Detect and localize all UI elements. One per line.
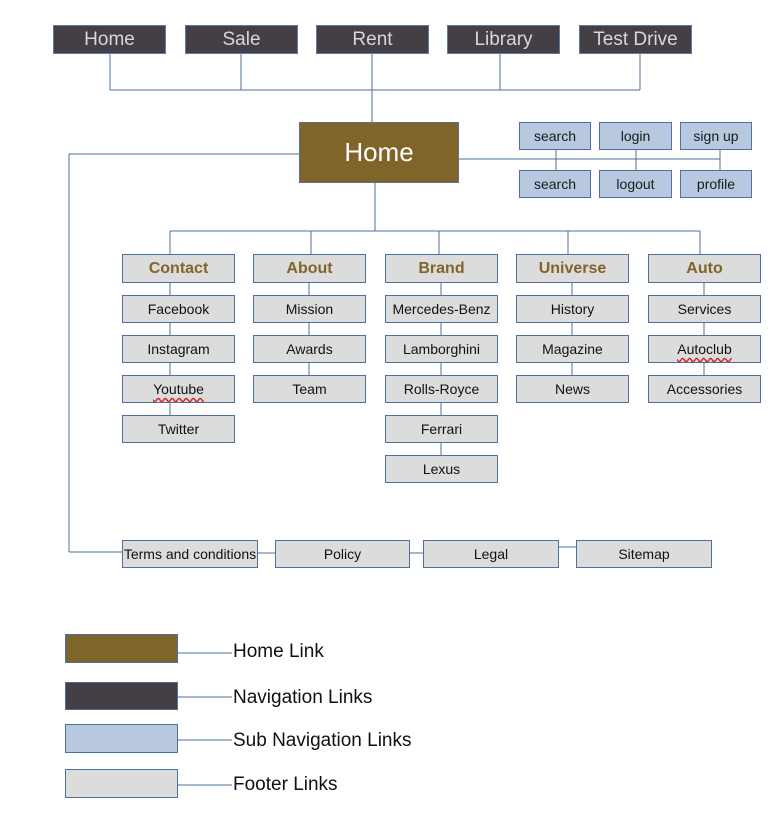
- footer-terms[interactable]: Terms and conditions: [122, 540, 258, 568]
- link-facebook[interactable]: Facebook: [122, 295, 235, 323]
- link-instagram[interactable]: Instagram: [122, 335, 235, 363]
- link-twitter[interactable]: Twitter: [122, 415, 235, 443]
- link-rolls-royce[interactable]: Rolls-Royce: [385, 375, 498, 403]
- legend-swatch-sub-navigation: [65, 724, 178, 753]
- link-services[interactable]: Services: [648, 295, 761, 323]
- nav-library[interactable]: Library: [447, 25, 560, 54]
- link-lexus[interactable]: Lexus: [385, 455, 498, 483]
- legend-swatch-home: [65, 634, 178, 663]
- link-history[interactable]: History: [516, 295, 629, 323]
- footer-legal[interactable]: Legal: [423, 540, 559, 568]
- link-autoclub[interactable]: Autoclub: [648, 335, 761, 363]
- nav-rent[interactable]: Rent: [316, 25, 429, 54]
- legend-label-navigation: Navigation Links: [233, 687, 373, 708]
- footer-policy[interactable]: Policy: [275, 540, 410, 568]
- category-universe[interactable]: Universe: [516, 254, 629, 283]
- nav-home[interactable]: Home: [53, 25, 166, 54]
- subnav-login[interactable]: login: [599, 122, 672, 150]
- subnav-logout[interactable]: logout: [599, 170, 672, 198]
- category-contact[interactable]: Contact: [122, 254, 235, 283]
- subnav-sign-up[interactable]: sign up: [680, 122, 752, 150]
- link-magazine[interactable]: Magazine: [516, 335, 629, 363]
- link-team[interactable]: Team: [253, 375, 366, 403]
- legend-label-sub-navigation: Sub Navigation Links: [233, 730, 412, 751]
- legend-swatch-navigation: [65, 682, 178, 710]
- category-auto[interactable]: Auto: [648, 254, 761, 283]
- legend-label-home: Home Link: [233, 641, 324, 662]
- category-about[interactable]: About: [253, 254, 366, 283]
- link-awards[interactable]: Awards: [253, 335, 366, 363]
- subnav-search[interactable]: search: [519, 122, 591, 150]
- legend-label-footer: Footer Links: [233, 774, 338, 795]
- link-news[interactable]: News: [516, 375, 629, 403]
- link-lamborghini[interactable]: Lamborghini: [385, 335, 498, 363]
- footer-sitemap[interactable]: Sitemap: [576, 540, 712, 568]
- link-youtube-label: Youtube: [153, 381, 204, 397]
- home-node[interactable]: Home: [299, 122, 459, 183]
- link-autoclub-label: Autoclub: [677, 341, 732, 357]
- link-accessories[interactable]: Accessories: [648, 375, 761, 403]
- nav-sale[interactable]: Sale: [185, 25, 298, 54]
- subnav-profile[interactable]: profile: [680, 170, 752, 198]
- link-mercedes-benz[interactable]: Mercedes-Benz: [385, 295, 498, 323]
- legend-swatch-footer: [65, 769, 178, 798]
- link-mission[interactable]: Mission: [253, 295, 366, 323]
- link-ferrari[interactable]: Ferrari: [385, 415, 498, 443]
- nav-test-drive[interactable]: Test Drive: [579, 25, 692, 54]
- subnav-search-secondary[interactable]: search: [519, 170, 591, 198]
- link-youtube[interactable]: Youtube: [122, 375, 235, 403]
- category-brand[interactable]: Brand: [385, 254, 498, 283]
